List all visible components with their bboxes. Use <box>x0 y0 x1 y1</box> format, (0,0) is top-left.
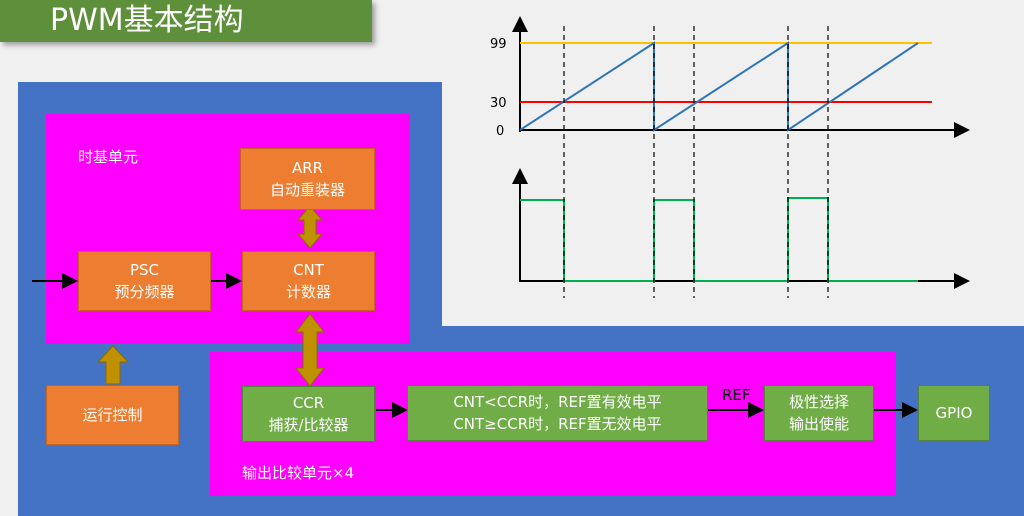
psc-block: PSC 预分频器 <box>78 251 211 311</box>
ref-label: REF <box>722 386 751 404</box>
arr-subtitle: 自动重装器 <box>269 181 345 199</box>
ccr-subtitle: 捕获/比较器 <box>268 416 349 434</box>
ccr-block: CCR 捕获/比较器 <box>242 386 375 442</box>
dashed-guides <box>563 26 829 298</box>
run-control-block: 运行控制 <box>46 385 179 445</box>
compare-rule-1: CNT<CCR时，REF置有效电平 <box>453 393 662 411</box>
tick-99: 99 <box>490 37 507 52</box>
tick-0: 0 <box>496 124 504 139</box>
cnt-subtitle: 计数器 <box>285 283 331 301</box>
polarity-title: 极性选择 <box>788 393 849 411</box>
gpio-label: GPIO <box>935 404 973 422</box>
arr-block: ARR 自动重装器 <box>240 148 375 210</box>
tick-30: 30 <box>490 96 507 111</box>
cnt-title: CNT <box>293 261 324 279</box>
counter-sawtooth <box>519 41 919 132</box>
compare-rule-2: CNT≥CCR时，REF置无效电平 <box>453 415 662 433</box>
compare-rule-block: CNT<CCR时，REF置有效电平 CNT≥CCR时，REF置无效电平 <box>407 385 708 441</box>
psc-subtitle: 预分频器 <box>114 283 175 301</box>
output-compare-label: 输出比较单元×4 <box>242 464 355 482</box>
psc-title: PSC <box>129 261 160 279</box>
page-title: PWM基本结构 <box>0 0 372 42</box>
ccr-title: CCR <box>292 394 325 412</box>
run-control-arrow <box>96 345 130 385</box>
arr-cnt-double-arrow <box>296 205 324 249</box>
gpio-block: GPIO <box>918 385 990 441</box>
cnt-block: CNT 计数器 <box>242 251 375 311</box>
arr-title: ARR <box>291 159 324 177</box>
pwm-output <box>520 197 918 282</box>
polarity-block: 极性选择 输出使能 <box>764 385 874 441</box>
run-control-label: 运行控制 <box>82 406 143 424</box>
time-base-label: 时基单元 <box>78 148 139 166</box>
polarity-subtitle: 输出使能 <box>788 415 849 433</box>
